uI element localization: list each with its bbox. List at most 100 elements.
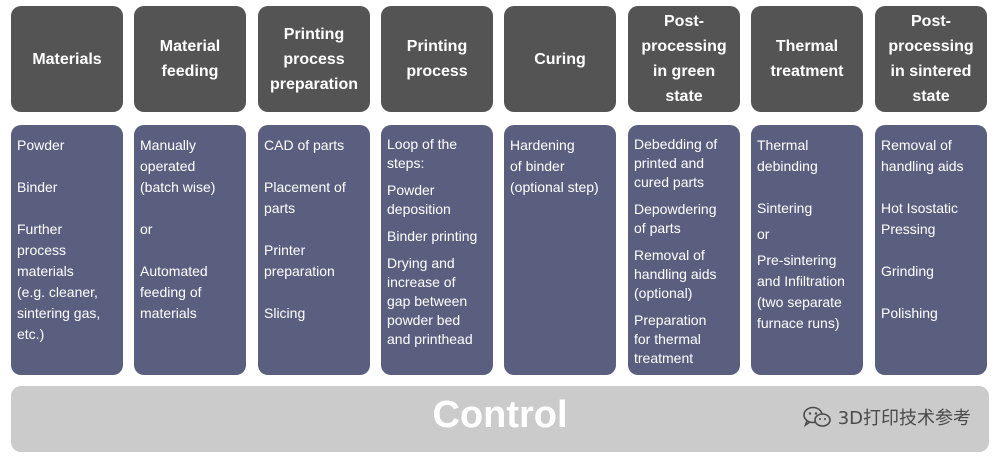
step-item: Printer preparation [264, 240, 364, 282]
column-header: Printing process preparation [258, 6, 370, 112]
item-line: printed and [634, 155, 705, 171]
item-line: Removal of [634, 247, 705, 263]
header-line: process [406, 63, 468, 80]
step-item: Sintering [757, 198, 857, 219]
column-materials: Materials Powder Binder Further process … [11, 6, 123, 375]
item-line: Automated [140, 263, 208, 279]
item-line: or [140, 221, 153, 237]
item-line: Grinding [881, 263, 934, 279]
item-line: powder bed [387, 312, 461, 328]
item-line: materials [140, 305, 197, 321]
step-item: or [140, 219, 240, 240]
item-line: preparation [264, 263, 335, 279]
header-line: Post- [911, 13, 951, 30]
item-line: Manually [140, 137, 197, 153]
step-item: Debedding of printed and cured parts [634, 135, 734, 192]
item-line: steps: [387, 155, 425, 171]
header-line: processing [888, 38, 974, 55]
item-line: sintering gas, [17, 305, 101, 321]
item-line: Binder printing [387, 228, 478, 244]
header-line: process [283, 50, 345, 68]
column-body: Powder Binder Further process materials … [11, 125, 123, 375]
step-item: Powder [17, 135, 117, 156]
step-item: Depowdering of parts [634, 200, 734, 238]
column-body: Debedding of printed and cured parts Dep… [628, 125, 740, 375]
item-line: CAD of parts [264, 137, 345, 153]
item-line: Powder [387, 182, 435, 198]
item-line: debinding [757, 158, 818, 174]
item-line: Binder [17, 179, 58, 195]
item-line: parts [264, 200, 296, 216]
step-item: Binder [17, 177, 117, 198]
item-line: Hot Isostatic [881, 200, 959, 216]
step-item: Hardening of binder (optional step) [510, 135, 610, 198]
item-line: (e.g. cleaner, [17, 284, 98, 300]
item-line: and Infiltration [757, 273, 845, 289]
step-item: Removal of handling aids [881, 135, 981, 177]
step-item: Drying and increase of gap between powde… [387, 254, 487, 349]
item-line: Placement of [264, 179, 346, 195]
header-line: feeding [161, 63, 219, 80]
column-header: Thermal treatment [751, 6, 863, 112]
item-line: Thermal [757, 137, 809, 153]
item-line: (optional) [634, 285, 693, 301]
item-line: Drying and [387, 255, 455, 271]
step-item: Slicing [264, 303, 364, 324]
item-line: of binder [510, 158, 565, 174]
header-line: Curing [534, 50, 586, 68]
header-line: state [665, 88, 703, 105]
column-header: Curing [504, 6, 616, 112]
header-line: preparation [269, 75, 358, 93]
column-header: Post- processing in green state [628, 6, 740, 112]
step-item: Thermal debinding [757, 135, 857, 177]
header-line: Post- [664, 13, 704, 30]
item-line: increase of [387, 274, 456, 290]
item-line: Powder [17, 137, 65, 153]
watermark-text: 3D打印技术参考 [837, 408, 971, 429]
item-line: Printer [264, 242, 306, 258]
step-item: Powder deposition [387, 181, 487, 219]
item-line: Debedding of [634, 136, 718, 152]
header-line: Printing [406, 38, 468, 55]
column-body: CAD of parts Placement of parts Printer … [258, 125, 370, 375]
item-line: Polishing [881, 305, 938, 321]
item-line: Hardening [510, 137, 575, 153]
item-line: feeding of [140, 284, 202, 300]
item-line: (two separate [757, 294, 842, 310]
column-printing-process: Printing process Loop of the steps: Powd… [381, 6, 493, 375]
item-line: Pre-sintering [757, 252, 837, 268]
step-item: Placement of parts [264, 177, 364, 219]
column-printing-process-preparation: Printing process preparation CAD of part… [258, 6, 370, 375]
control-label: Control [432, 394, 568, 436]
step-item: Automated feeding of materials [140, 261, 240, 324]
header-line: processing [641, 38, 727, 55]
item-line: Slicing [264, 305, 306, 321]
item-line: (batch wise) [140, 179, 216, 195]
item-line: Loop of the [387, 136, 458, 152]
step-item: Manually operated (batch wise) [140, 135, 240, 198]
item-line: cured parts [634, 174, 705, 190]
item-line: and printhead [387, 331, 473, 347]
item-line: furnace runs) [757, 315, 840, 331]
header-line: Materials [32, 50, 102, 68]
step-item: Polishing [881, 303, 981, 324]
step-item: Removal of handling aids (optional) [634, 246, 734, 303]
item-line: or [757, 226, 770, 242]
header-line: Printing [283, 25, 345, 43]
column-post-processing-green: Post- processing in green state Debeddin… [628, 6, 740, 375]
column-body: Removal of handling aids Hot Isostatic P… [875, 125, 987, 375]
column-body: Thermal debinding Sintering or Pre-sinte… [751, 125, 863, 375]
step-item: Hot Isostatic Pressing [881, 198, 981, 240]
item-line: handling aids [634, 266, 717, 282]
item-line: of parts [634, 220, 681, 236]
column-header: Material feeding [134, 6, 246, 112]
item-line: for thermal [634, 331, 701, 347]
item-line: Preparation [634, 312, 707, 328]
item-line: Further [17, 221, 63, 237]
header-line: Thermal [775, 38, 839, 55]
step-item: Preparation for thermal treatment [634, 311, 734, 368]
item-line: etc.) [17, 326, 45, 342]
item-line: process [17, 242, 67, 258]
header-line: Material [159, 38, 221, 55]
